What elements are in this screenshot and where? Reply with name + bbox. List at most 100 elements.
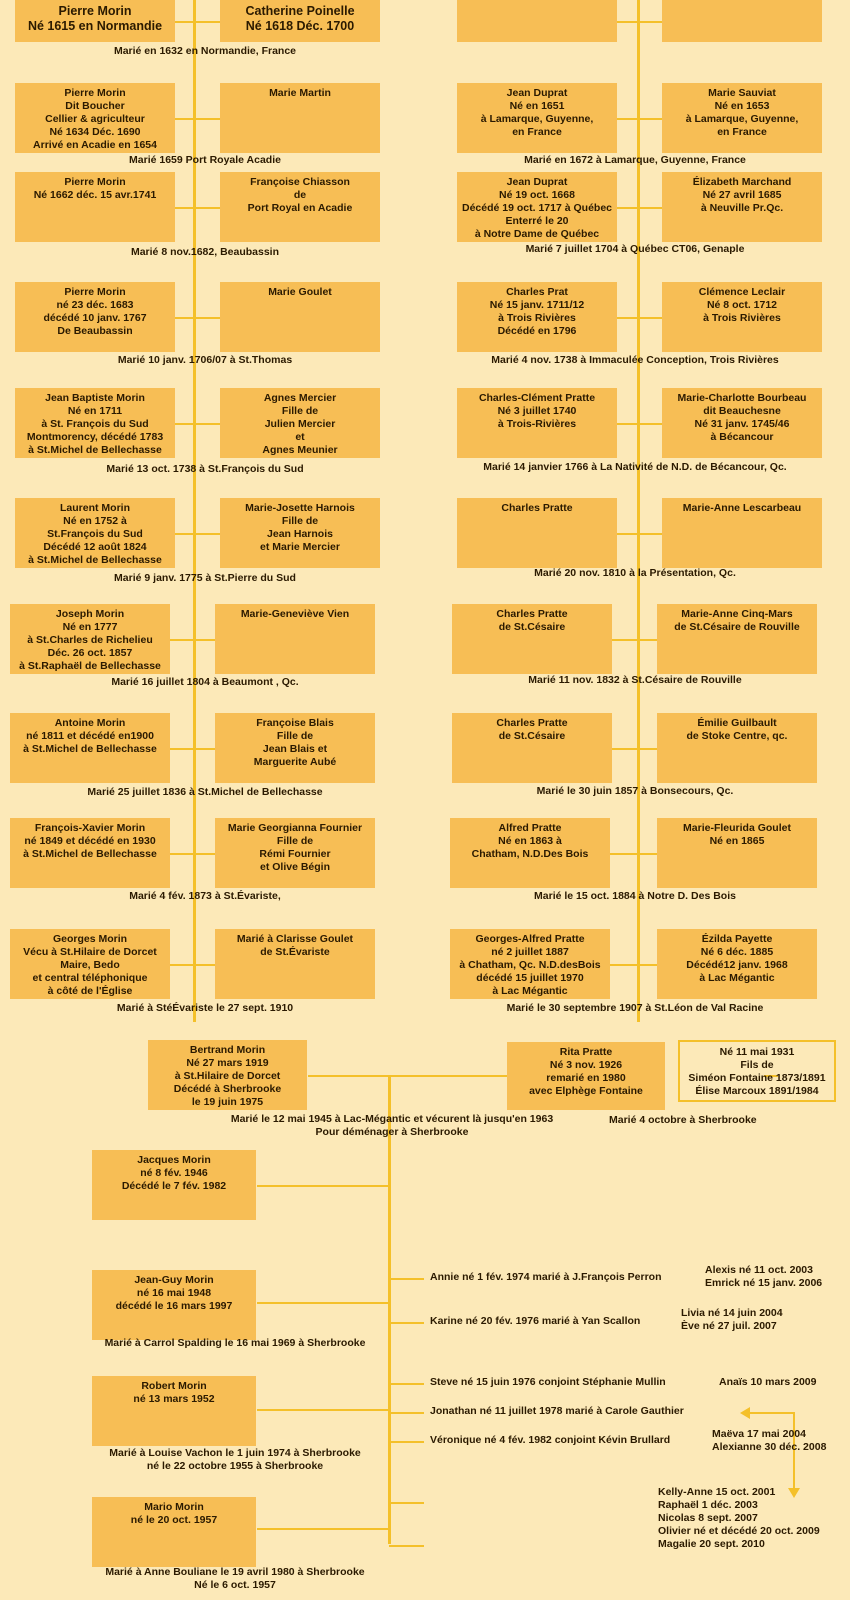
caption-line: Marié le 30 septembre 1907 à St.Léon de … bbox=[506, 1002, 764, 1014]
pratte-marriage-caption: Marié 11 nov. 1832 à St.Césaire de Rouvi… bbox=[430, 674, 840, 687]
children-trunk-line bbox=[388, 1076, 391, 1544]
box-text-line: Né 8 oct. 1712 bbox=[706, 299, 778, 311]
box-text-line: Marie-Anne Lescarbeau bbox=[682, 502, 802, 514]
box-text-line: à St.Raphaël de Bellechasse bbox=[19, 660, 161, 672]
morin-marriage-caption: Marié 25 juillet 1836 à St.Michel de Bel… bbox=[0, 786, 410, 799]
box-text-line: né 1811 et décédé en1900 bbox=[26, 730, 154, 742]
box-text-line: Clémence Leclair bbox=[698, 286, 786, 298]
box-text-line: à St.Michel de Bellechasse bbox=[28, 444, 162, 456]
caption-line: Marié 8 nov.1682, Beaubassin bbox=[130, 246, 280, 258]
pratte-marriage-caption: Marié le 30 septembre 1907 à St.Léon de … bbox=[430, 1002, 840, 1015]
child-marriage-caption: Marié à Anne Bouliane le 19 avril 1980 à… bbox=[60, 1566, 410, 1592]
box-text-line: Charles Pratte bbox=[496, 717, 568, 729]
connector-line bbox=[617, 423, 662, 425]
caption-line: Marié en 1672 à Lamarque, Guyenne, Franc… bbox=[524, 154, 746, 166]
connector-line bbox=[175, 21, 220, 23]
box-text-line: Chatham, N.D.Des Bois bbox=[471, 848, 589, 860]
connector-line bbox=[170, 748, 215, 750]
box-text-line: à St.Michel de Bellechasse bbox=[28, 554, 162, 566]
connector-line bbox=[170, 639, 215, 641]
grandchild-branch-line bbox=[389, 1545, 424, 1547]
caption-line: Marié le 30 juin 1857 à Bonsecours, Qc. bbox=[536, 785, 734, 797]
connector-line bbox=[175, 423, 220, 425]
arrow-down-icon bbox=[788, 1488, 800, 1498]
morin-marriage-caption: Marié 10 janv. 1706/07 à St.Thomas bbox=[0, 354, 410, 367]
box-text-line: Marie-Anne Cinq-Mars bbox=[681, 608, 793, 620]
caption-line: Marié 11 nov. 1832 à St.Césaire de Rouvi… bbox=[528, 674, 742, 686]
great-grandchildren-steve: Anaïs 10 mars 2009 bbox=[719, 1376, 816, 1389]
box-text-line: Jean-Guy Morin bbox=[134, 1274, 214, 1286]
box-text-line: Laurent Morin bbox=[60, 502, 130, 514]
grandchild-entry: Jonathan né 11 juillet 1978 marié à Caro… bbox=[430, 1405, 684, 1417]
great-grandchild-entry: Ève né 27 juil. 2007 bbox=[681, 1320, 777, 1332]
caption-line: né le 22 octobre 1955 à Sherbrooke bbox=[146, 1460, 324, 1472]
box-text-line: Fille de bbox=[276, 835, 314, 847]
box-text-line: Fille de bbox=[281, 405, 319, 417]
box-text-line: Charles Pratte bbox=[496, 608, 568, 620]
box-text-line: Charles Prat bbox=[506, 286, 568, 298]
box-text-line: Enterré le 20 bbox=[505, 215, 569, 227]
caption-line: Marié le 15 oct. 1884 à Notre D. Des Boi… bbox=[534, 890, 736, 902]
pratte-spouse-box bbox=[662, 0, 822, 42]
box-text-line: à St.Charles de Richelieu bbox=[27, 634, 153, 646]
child-marriage-caption: Marié à Louise Vachon le 1 juin 1974 à S… bbox=[60, 1447, 410, 1473]
box-text-line: Pierre Morin bbox=[64, 286, 126, 298]
box-text-line: de Stoke Centre, qc. bbox=[686, 730, 788, 742]
box-text-line: Jean Harnois bbox=[267, 528, 333, 540]
box-text-line: Marie-Geneviève Vien bbox=[240, 608, 350, 620]
box-text-line: Antoine Morin bbox=[54, 717, 126, 729]
caption-line: Marié à Louise Vachon le 1 juin 1974 à S… bbox=[109, 1447, 361, 1459]
box-text-line: à St. François du Sud bbox=[41, 418, 149, 430]
box-text-line: Marié à Clarisse Goulet bbox=[236, 933, 354, 945]
morin-spouse-box: Marie Goulet bbox=[220, 282, 380, 352]
box-text-line: en France bbox=[717, 126, 767, 138]
box-text-line: né 1849 et décédé en 1930 bbox=[24, 835, 156, 847]
pratte-person-box: Charles Pratte bbox=[457, 498, 617, 568]
connector-line bbox=[175, 207, 220, 209]
box-text-line: Jacques Morin bbox=[137, 1154, 211, 1166]
connector-line bbox=[617, 317, 662, 319]
box-text-line: Jean Blais et bbox=[262, 743, 328, 755]
connector-line bbox=[612, 748, 657, 750]
box-text-line: Charles Pratte bbox=[501, 502, 573, 514]
caption-line: Marié en 1632 en Normandie, France bbox=[113, 45, 297, 57]
grandchild-branch-line bbox=[389, 1412, 424, 1414]
pratte-marriage-caption: Marié 4 nov. 1738 à Immaculée Conception… bbox=[430, 354, 840, 367]
caption-line: Marié 4 fév. 1873 à St.Évariste, bbox=[129, 890, 281, 902]
box-text-line: Pierre Morin bbox=[64, 176, 126, 188]
great-grandchild-entry: Livia né 14 juin 2004 bbox=[681, 1307, 783, 1319]
morin-trunk-line bbox=[193, 0, 196, 1022]
caption-line: Marié 10 janv. 1706/07 à St.Thomas bbox=[117, 354, 293, 366]
box-text-line: Marie-Josette Harnois bbox=[245, 502, 355, 514]
box-text-line: Joseph Morin bbox=[55, 608, 125, 620]
box-text-line: Françoise Chiasson bbox=[250, 176, 350, 188]
box-text-line: Marie Goulet bbox=[268, 286, 332, 298]
grandchild-branch-line bbox=[389, 1383, 424, 1385]
great-grandchild-entry: Kelly-Anne 15 oct. 2001 bbox=[658, 1486, 776, 1498]
caption-line: Marié à Anne Bouliane le 19 avril 1980 à… bbox=[105, 1566, 365, 1578]
box-text-line: à Trois-Rivières bbox=[497, 418, 577, 430]
connector-line bbox=[612, 639, 657, 641]
caption-line: Marié à Carrol Spalding le 16 mai 1969 à… bbox=[104, 1337, 366, 1349]
grandchild-entry: Véronique né 4 fév. 1982 conjoint Kévin … bbox=[430, 1434, 671, 1446]
box-text-line: né 2 juillet 1887 bbox=[491, 946, 569, 958]
box-text-line: Cellier & agriculteur bbox=[45, 113, 145, 125]
pratte-trunk-line bbox=[637, 0, 640, 1022]
